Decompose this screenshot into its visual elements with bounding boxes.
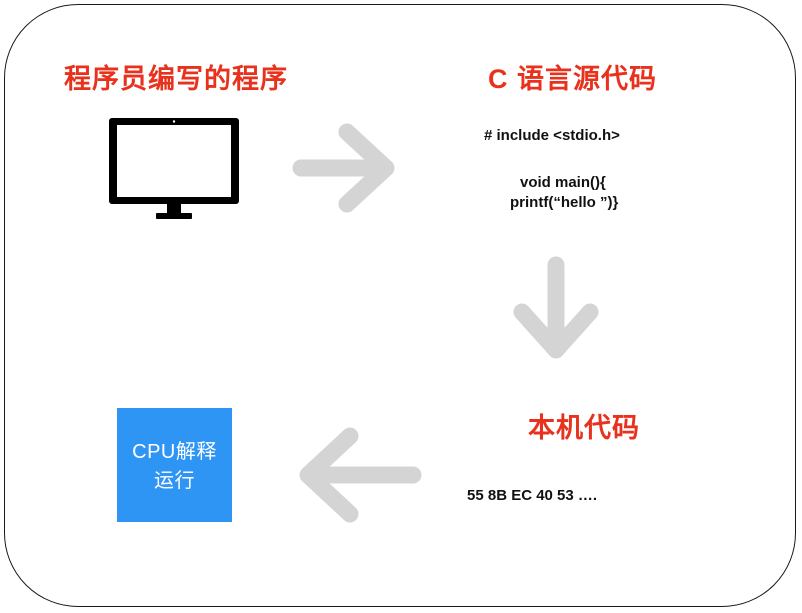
monitor-icon [109, 118, 239, 219]
arrow-left-icon [299, 427, 422, 523]
diagram-frame [4, 4, 796, 607]
arrow-right-icon [292, 123, 395, 213]
cpu-interpret-box: CPU解释 运行 [117, 408, 232, 522]
native-code-heading: 本机代码 [528, 413, 640, 443]
programmer-program-heading: 程序员编写的程序 [64, 64, 288, 94]
printf-line: printf(“hello ”)} [510, 194, 619, 211]
c-source-heading: C 语言源代码 [488, 64, 657, 94]
cpu-label-line1: CPU解释 [132, 441, 217, 463]
arrow-down-icon [513, 256, 599, 359]
machine-code-text: 55 8B EC 40 53 …. [467, 487, 598, 504]
main-line: void main(){ [520, 174, 606, 191]
include-line: # include <stdio.h> [484, 127, 620, 144]
cpu-label-line2: 运行 [154, 470, 195, 492]
